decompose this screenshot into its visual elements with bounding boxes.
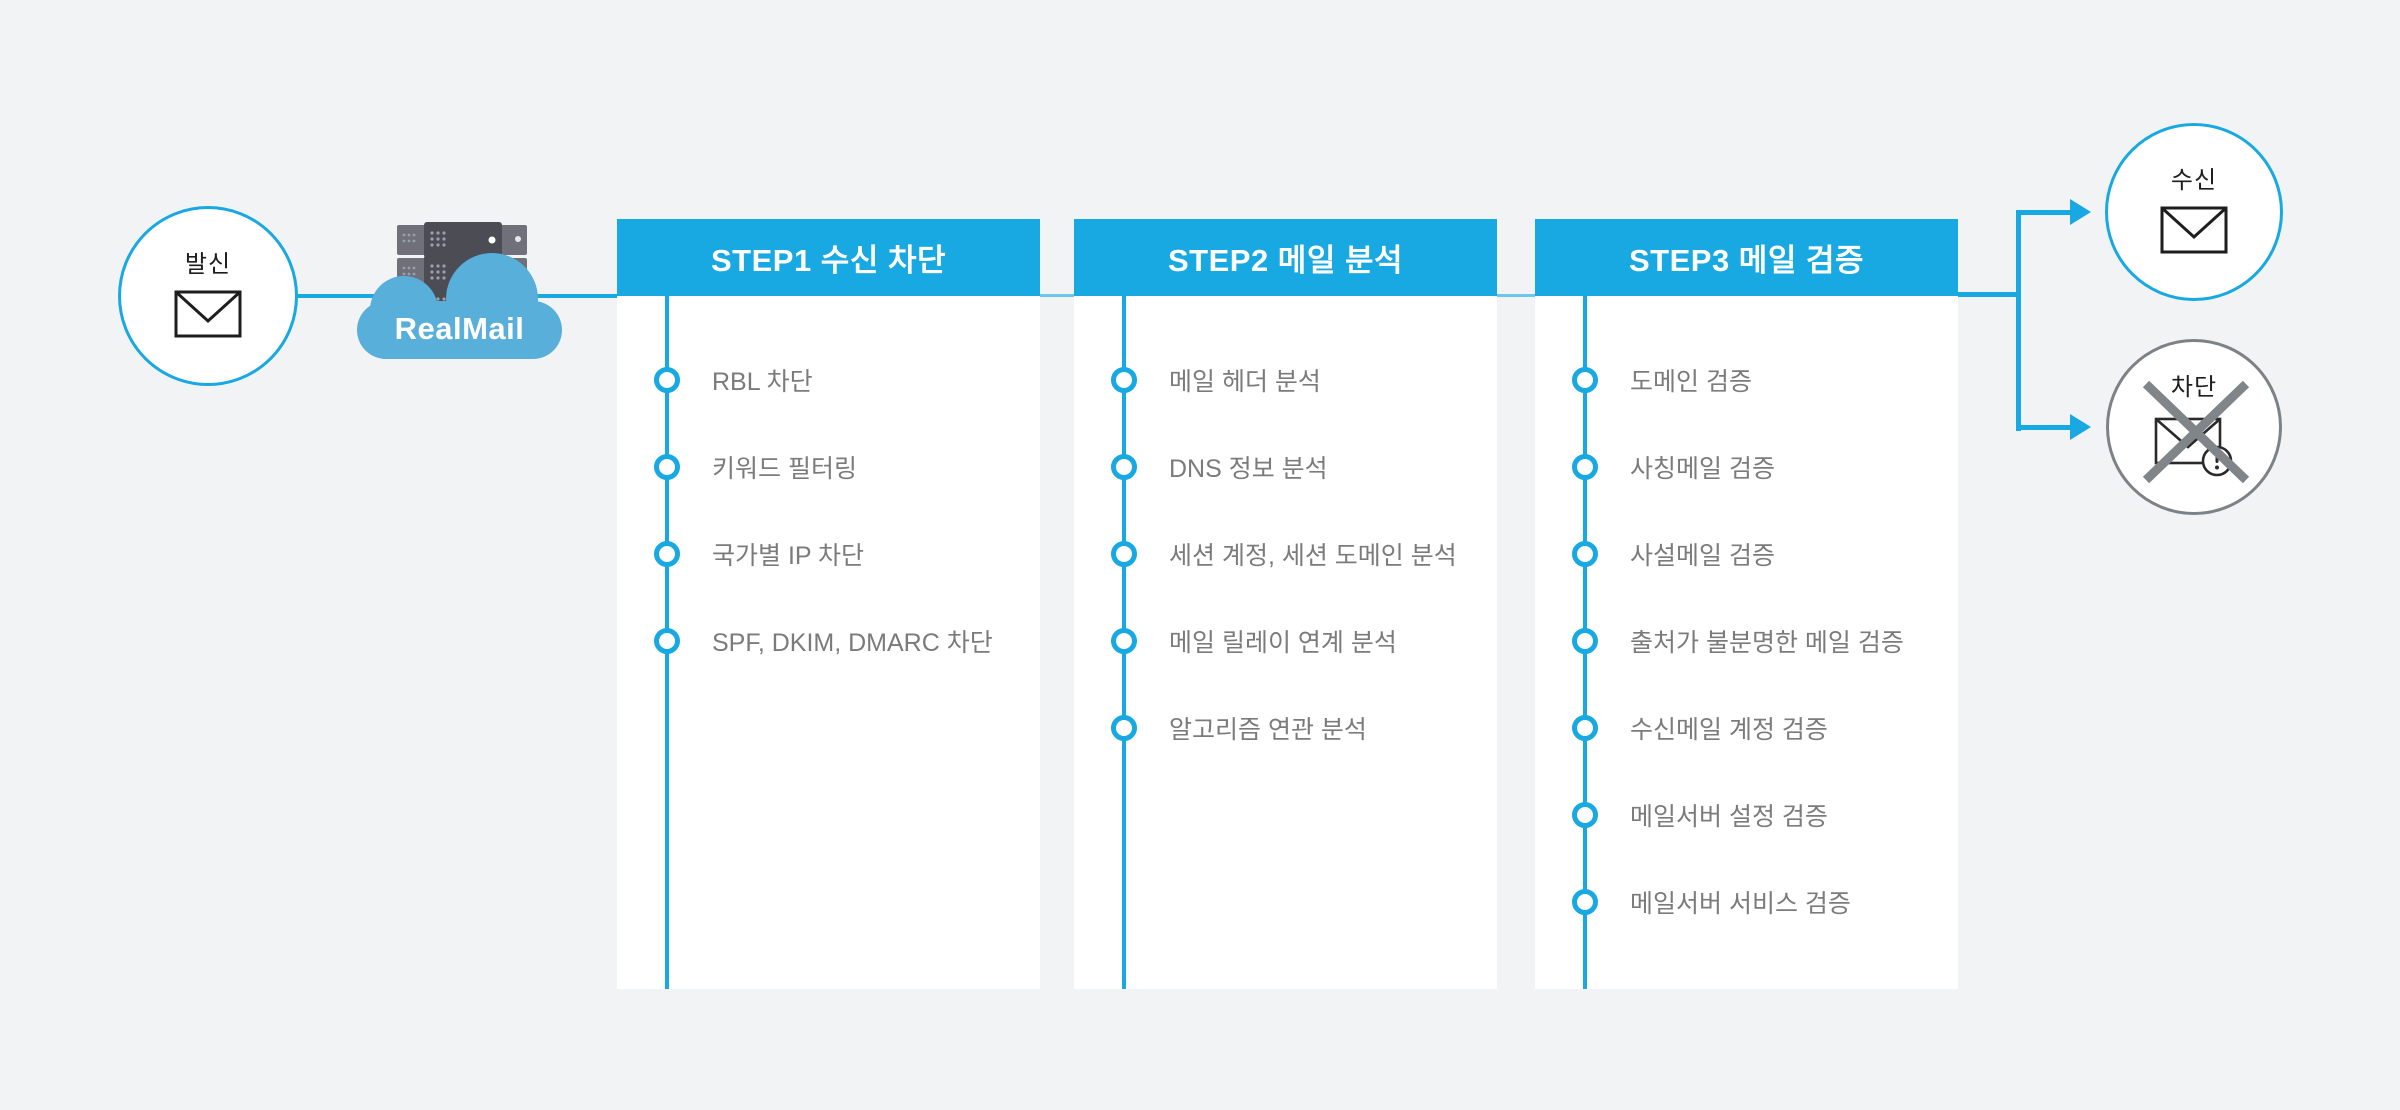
step-item: 출처가 불분명한 메일 검증 <box>1535 597 1958 684</box>
step-item: 국가별 IP 차단 <box>617 510 1040 597</box>
timeline-node-icon <box>1572 540 1598 567</box>
sender-label: 발신 <box>184 250 232 278</box>
step-item-label: 메일 릴레이 연계 분석 <box>1169 628 1397 657</box>
sender-node: 발신 <box>118 206 298 386</box>
cross-x-icon <box>2142 380 2250 484</box>
realmail-cloud <box>357 253 562 359</box>
realmail-label: RealMail <box>394 311 525 346</box>
timeline-node-icon <box>1572 801 1598 828</box>
step-item-label: 메일서버 서비스 검증 <box>1630 889 1851 918</box>
timeline-node-icon <box>1572 453 1598 480</box>
step-item: 메일서버 설정 검증 <box>1535 771 1958 858</box>
step-item: SPF, DKIM, DMARC 차단 <box>617 597 1040 684</box>
step-item-label: 도메인 검증 <box>1630 367 1752 396</box>
step-item: 알고리즘 연관 분석 <box>1074 684 1497 771</box>
step-item: 사설메일 검증 <box>1535 510 1958 597</box>
block-node: 차단 <box>2106 339 2282 515</box>
step-item: 사칭메일 검증 <box>1535 423 1958 510</box>
timeline-node-icon <box>1572 366 1598 393</box>
envelope-icon <box>2160 206 2228 253</box>
step-item-label: 알고리즘 연관 분석 <box>1169 715 1367 744</box>
step-item-label: 출처가 불분명한 메일 검증 <box>1630 628 1904 657</box>
step-item-label: 메일서버 설정 검증 <box>1630 802 1828 831</box>
receive-node: 수신 <box>2105 123 2283 301</box>
flow-line-step2-to-step3 <box>1497 294 1536 297</box>
timeline-node-icon <box>1572 888 1598 915</box>
step-item-label: SPF, DKIM, DMARC 차단 <box>712 628 993 657</box>
step-item: 메일 헤더 분석 <box>1074 336 1497 423</box>
timeline-node-icon <box>654 540 680 567</box>
timeline-node-icon <box>1572 627 1598 654</box>
step-item: DNS 정보 분석 <box>1074 423 1497 510</box>
step-item-label: 국가별 IP 차단 <box>712 541 865 570</box>
branch-vertical-line <box>2016 210 2021 431</box>
step-item-label: 키워드 필터링 <box>712 454 857 483</box>
step-item: 도메인 검증 <box>1535 336 1958 423</box>
flow-line-step1-to-step2 <box>1040 294 1075 297</box>
timeline-node-icon <box>654 366 680 393</box>
timeline-node-icon <box>1572 714 1598 741</box>
realmail-cloud-server-icon <box>357 222 562 359</box>
step-item: 메일 릴레이 연계 분석 <box>1074 597 1497 684</box>
branch-arrow-receive-shaft <box>2016 210 2070 215</box>
step-item: 메일서버 서비스 검증 <box>1535 858 1958 945</box>
timeline-node-icon <box>1111 714 1137 741</box>
step-item-label: 사설메일 검증 <box>1630 541 1775 570</box>
branch-arrow-receive-head-icon <box>2070 199 2091 225</box>
step-item: 키워드 필터링 <box>617 423 1040 510</box>
branch-arrow-block-head-icon <box>2070 414 2091 440</box>
envelope-icon <box>174 290 242 337</box>
timeline-node-icon <box>1111 627 1137 654</box>
step-item-label: RBL 차단 <box>712 367 813 396</box>
branch-connector <box>1958 292 2020 297</box>
branch-arrow-block-shaft <box>2016 425 2070 430</box>
realmail-logo: RealMail <box>352 215 567 365</box>
step-item: RBL 차단 <box>617 336 1040 423</box>
timeline-node-icon <box>1111 453 1137 480</box>
step-item-label: 세션 계정, 세션 도메인 분석 <box>1169 541 1457 570</box>
step1-header: STEP1 수신 차단 <box>617 219 1040 296</box>
timeline-node-icon <box>1111 366 1137 393</box>
receive-label: 수신 <box>2170 166 2218 194</box>
block-label: 차단 <box>2170 373 2218 401</box>
step-item: 수신메일 계정 검증 <box>1535 684 1958 771</box>
step-item-label: 사칭메일 검증 <box>1630 454 1775 483</box>
timeline-node-icon <box>654 453 680 480</box>
step-item-label: DNS 정보 분석 <box>1169 454 1328 483</box>
step-item: 세션 계정, 세션 도메인 분석 <box>1074 510 1497 597</box>
timeline-node-icon <box>654 627 680 654</box>
step2-header: STEP2 메일 분석 <box>1074 219 1497 296</box>
timeline-node-icon <box>1111 540 1137 567</box>
step3-header: STEP3 메일 검증 <box>1535 219 1958 296</box>
step-item-label: 메일 헤더 분석 <box>1169 367 1321 396</box>
step-item-label: 수신메일 계정 검증 <box>1630 715 1828 744</box>
